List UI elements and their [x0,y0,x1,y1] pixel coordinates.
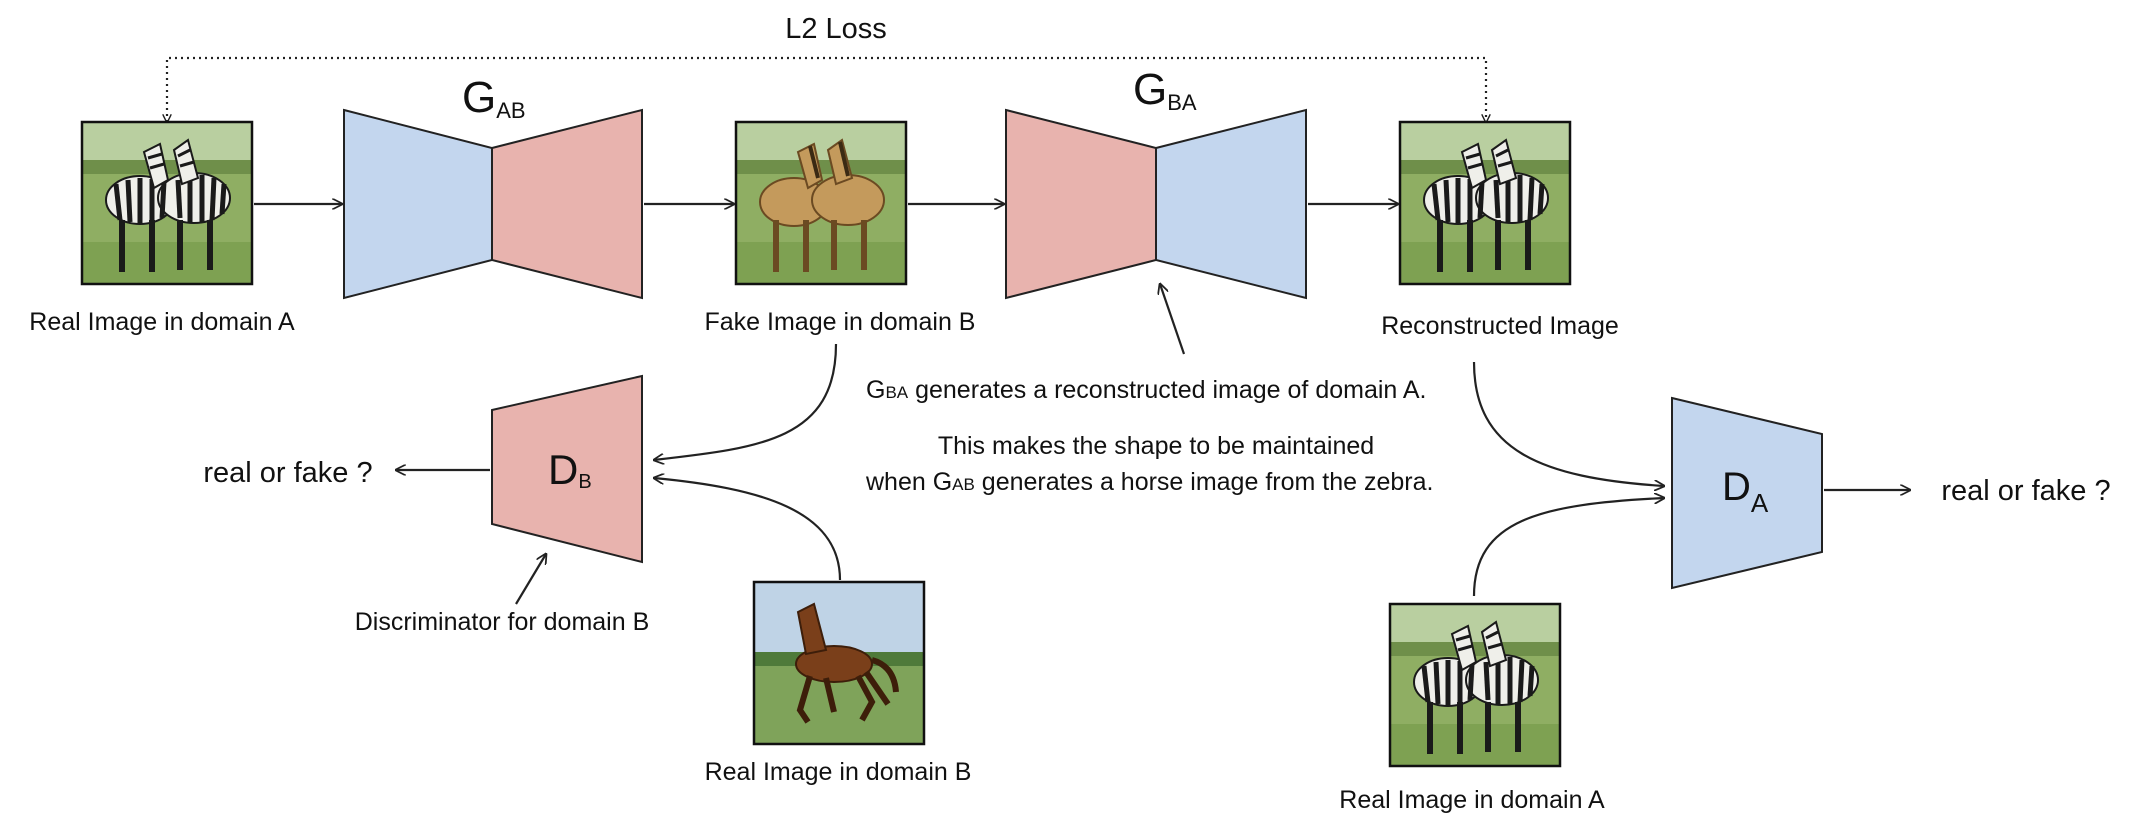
generator-ab-label: GAB [462,73,526,123]
note-line-2: This makes the shape to be maintained [938,432,1374,460]
l2-loss-connector [167,56,1486,122]
generator-ba-label: GBA [1133,65,1197,115]
arrow-caption-to-db [515,554,546,605]
discriminator-a [1671,396,1823,590]
arrow-real-a-bottom-to-da [1472,498,1664,597]
caption-fake-b: Fake Image in domain B [705,308,976,336]
arrow-reconstructed-to-da [1472,361,1664,486]
generator-ab [343,108,643,300]
arrow-real-b-to-db [654,478,842,581]
discriminator-b [491,374,643,564]
generator-ba [1005,108,1307,300]
reconstructed-image [1400,122,1570,284]
l2-loss-label: L2 Loss [785,13,887,45]
caption-reconstructed: Reconstructed Image [1381,312,1619,340]
fake-image-domain-b [736,122,906,284]
caption-real-b: Real Image in domain B [705,758,972,786]
caption-real-a: Real Image in domain A [29,308,295,336]
note-line-1: GBA generates a reconstructed image of d… [866,376,1427,404]
db-output-label: real or fake ? [203,457,372,489]
discriminator-a-label: DA [1722,465,1769,518]
real-image-domain-a [82,122,252,284]
arrow-note-to-gba [1160,284,1186,355]
note-line-3: when GAB generates a horse image from th… [865,468,1433,496]
caption-discriminator-b: Discriminator for domain B [355,608,650,636]
caption-real-a-bottom: Real Image in domain A [1339,786,1605,814]
da-output-label: real or fake ? [1941,475,2110,507]
discriminator-b-label: DB [548,446,592,493]
real-image-domain-a-bottom [1390,604,1560,766]
arrow-fake-b-to-db [654,343,838,460]
real-image-domain-b [754,582,924,744]
